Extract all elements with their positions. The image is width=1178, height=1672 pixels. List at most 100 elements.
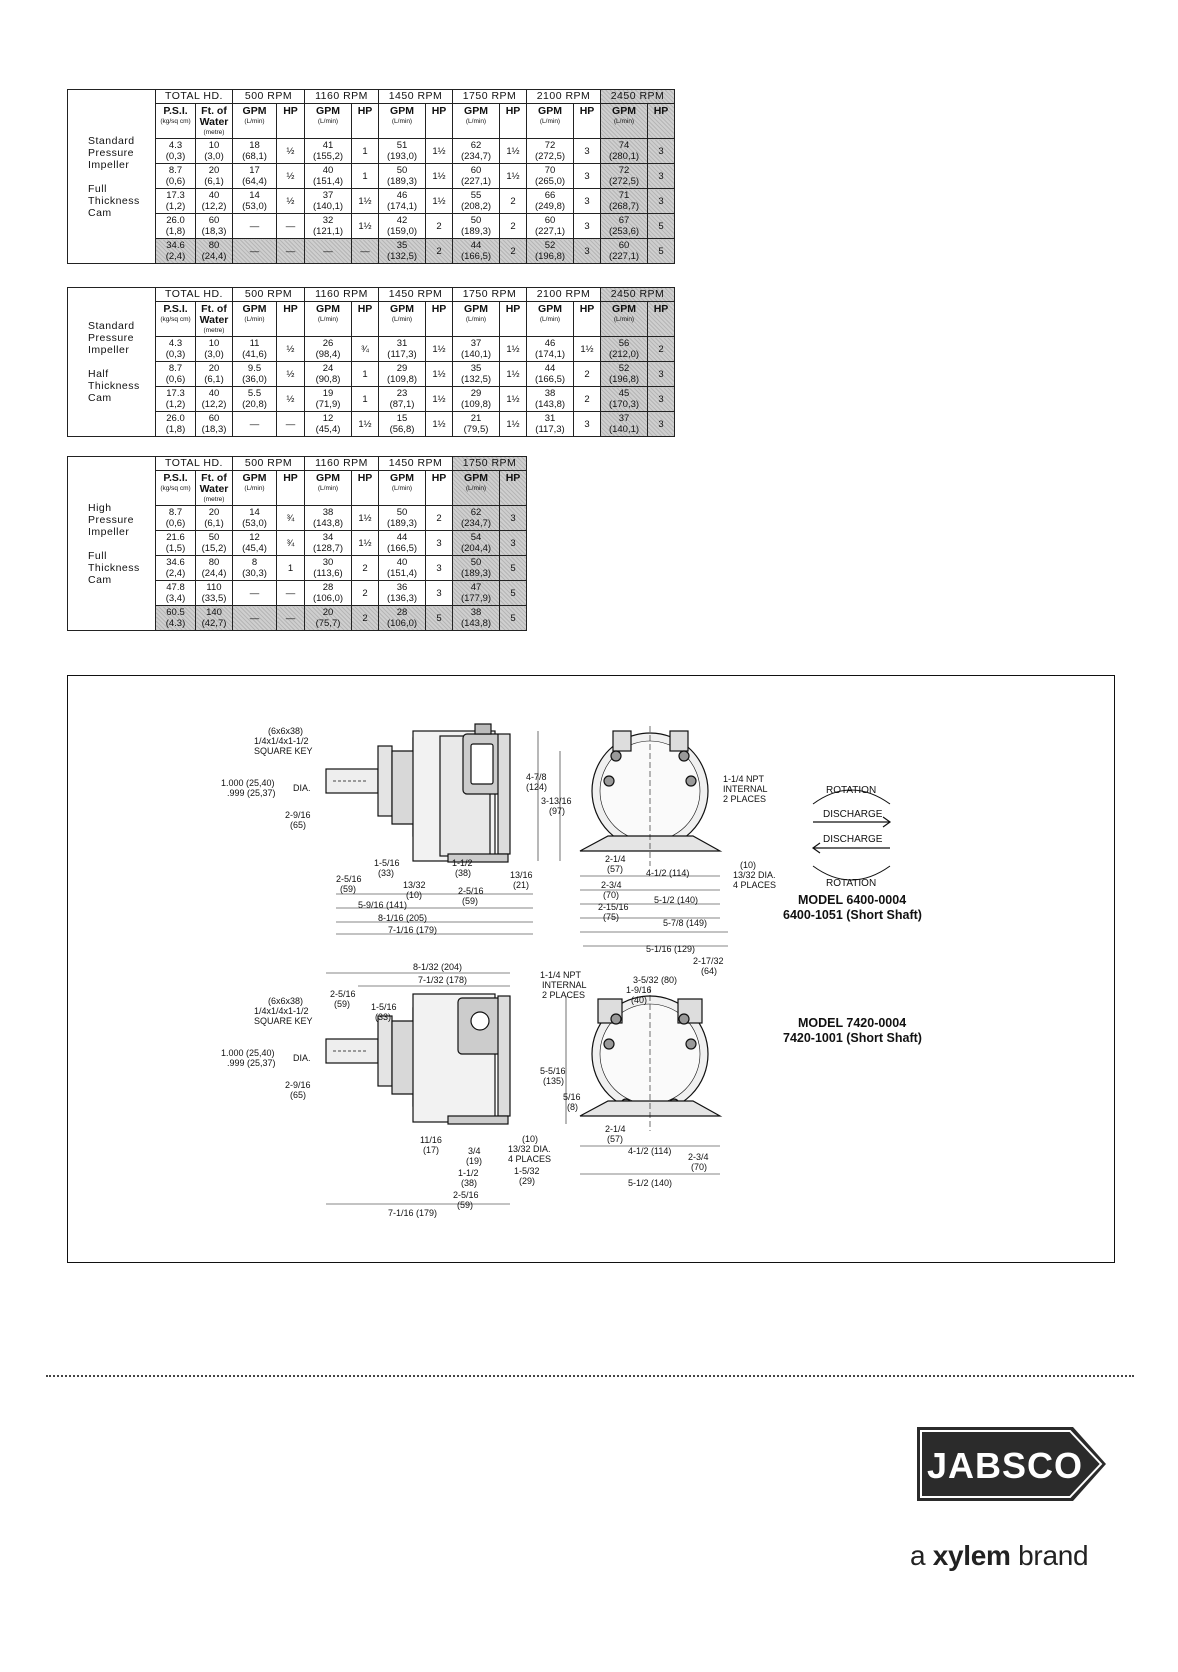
gpm-header: GPM(L/min) <box>452 470 500 506</box>
gpm-cell: — <box>232 213 277 239</box>
gpm-value: 52 <box>618 363 630 374</box>
dim-label: 8-1/16 (205) <box>378 913 427 923</box>
gpm-value: — <box>323 245 333 257</box>
gpm-cell: 62(234,7) <box>452 138 500 164</box>
gpm-value: 32 <box>322 215 334 226</box>
dim-label: 3-13/16 <box>541 796 572 806</box>
gpm-value: 17 <box>249 165 260 176</box>
dim-label: 2-17/32 <box>693 956 724 966</box>
psi-unit: (kg/sq cm) <box>160 316 191 323</box>
dim-label: 5/16 <box>563 1092 581 1102</box>
lmin-unit: (L/min) <box>391 316 413 323</box>
gpm-value: 46 <box>544 338 556 349</box>
dim-label: (29) <box>519 1176 535 1186</box>
lmin-unit: (L/min) <box>465 485 487 492</box>
dim-label: (65) <box>290 1090 306 1100</box>
lmin-value: (45,4) <box>315 424 341 435</box>
hp-cell: 1½ <box>499 163 527 189</box>
gpm-cell: — <box>232 605 277 631</box>
rotation-arrows <box>811 789 892 881</box>
gpm-cell: 38(143,8) <box>526 386 574 412</box>
feet-value: 110 <box>206 582 222 593</box>
hp-cell: — <box>276 580 305 606</box>
dim-label: 13/16 <box>510 870 533 880</box>
metre-value: (3,0) <box>204 151 224 162</box>
hp-cell: 3 <box>573 138 601 164</box>
pump-side-view-a <box>325 723 511 863</box>
psi-value: 34.6 <box>166 240 185 251</box>
gpm-value: 37 <box>322 190 334 201</box>
dim-label: 3-5/32 (80) <box>633 975 677 985</box>
gpm-value: 35 <box>470 363 482 374</box>
gpm-title: GPM <box>612 303 636 315</box>
gpm-value: — <box>249 418 260 430</box>
gpm-value: 18 <box>249 140 260 151</box>
lmin-value: (106,0) <box>312 593 344 604</box>
metre-value: (12,2) <box>201 399 227 410</box>
lmin-value: (128,7) <box>312 543 344 554</box>
gpm-header: GPM(L/min) <box>304 301 352 337</box>
lmin-unit: (L/min) <box>613 316 635 323</box>
psi-value: 8.7 <box>168 363 183 374</box>
hp-cell: 2 <box>351 580 379 606</box>
gpm-value: 55 <box>470 190 482 201</box>
psi-cell: 34.6(2,4) <box>155 555 196 581</box>
psi-cell: 17.3(1,2) <box>155 188 196 214</box>
total-head-header: TOTAL HD. <box>155 89 233 104</box>
gpm-title: GPM <box>464 105 488 117</box>
hp-header: HP <box>573 301 601 337</box>
dim-label: 4-7/8 <box>526 772 547 782</box>
lmin-value: (166,5) <box>460 251 492 262</box>
gpm-cell: 46(174,1) <box>526 336 574 362</box>
hp-header: HP <box>276 301 305 337</box>
psi-cell: 8.7(0,6) <box>155 361 196 387</box>
lmin-value: (227,1) <box>534 226 566 237</box>
dim-label: (57) <box>607 864 623 874</box>
hp-header: HP <box>499 470 527 506</box>
dim-label: 1-5/32 <box>514 1166 540 1176</box>
key-inch-label: 1/4x1/4x1-1/2 <box>254 1006 309 1016</box>
dimension-drawing-frame: (6x6x38) 1/4x1/4x1-1/2 SQUARE KEY 1.000 … <box>67 675 1115 1263</box>
hp-cell: 2 <box>573 361 601 387</box>
dim-label: 11/16 <box>420 1135 442 1145</box>
gpm-cell: 26(98,4) <box>304 336 352 362</box>
dim-label: (59) <box>457 1200 473 1210</box>
key-size-label: (6x6x38) <box>268 726 303 736</box>
label-line: Impeller <box>88 344 130 356</box>
dim-label: 5-1/16 (129) <box>646 944 695 954</box>
gpm-value: 50 <box>396 165 408 176</box>
gpm-cell: 51(193,0) <box>378 138 426 164</box>
lmin-value: (196,8) <box>534 251 566 262</box>
gpm-header: GPM(L/min) <box>526 103 574 139</box>
psi-cell: 34.6(2,4) <box>155 238 196 264</box>
hp-cell: 1½ <box>573 336 601 362</box>
hp-cell: 3 <box>647 386 675 412</box>
dim-label: (59) <box>462 896 478 906</box>
discharge-label-top: DISCHARGE <box>823 809 883 820</box>
feet-unit: (metre) <box>203 496 225 503</box>
lmin-value: (189,3) <box>460 568 492 579</box>
gpm-header: GPM(L/min) <box>304 103 352 139</box>
gpm-cell: 11(41,6) <box>232 336 277 362</box>
gpm-cell: — <box>232 238 277 264</box>
lmin-value: (132,5) <box>386 251 418 262</box>
gpm-value: 50 <box>396 507 408 518</box>
lmin-value: (109,8) <box>386 374 418 385</box>
gpm-value: 26 <box>322 338 334 349</box>
lmin-value: (79,5) <box>463 424 489 435</box>
gpm-header: GPM(L/min) <box>526 301 574 337</box>
gpm-value: 20 <box>322 607 334 618</box>
gpm-value: 38 <box>470 607 482 618</box>
psi-header: P.S.I.(kg/sq cm) <box>155 301 196 337</box>
gpm-value: 12 <box>322 413 334 424</box>
hp-cell: ½ <box>276 163 305 189</box>
hp-cell: 5 <box>425 605 453 631</box>
metre-value: (42,7) <box>201 618 227 629</box>
gpm-cell: 42(159,0) <box>378 213 426 239</box>
npt-label: 2 PLACES <box>542 990 585 1000</box>
lmin-value: (64,4) <box>242 176 267 187</box>
lmin-value: (98,4) <box>315 349 341 360</box>
gpm-value: 11 <box>249 338 260 349</box>
